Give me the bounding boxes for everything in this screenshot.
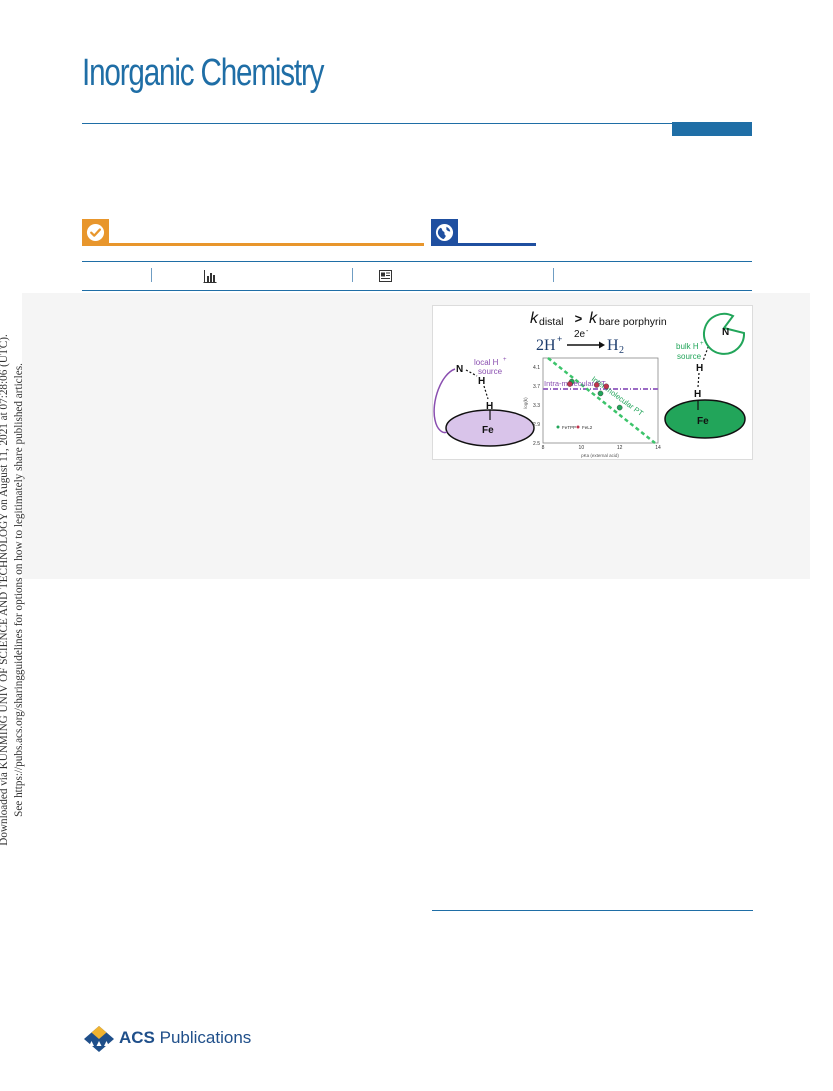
header-k-sub: distal xyxy=(539,316,564,328)
inter-fit-line xyxy=(547,357,656,444)
header-gt: > xyxy=(571,311,586,326)
right-porphyrin-disk xyxy=(664,399,746,439)
footnote-rule xyxy=(432,910,753,911)
chart-y-tick-label: 2.5 xyxy=(533,441,540,447)
chart-point-fel2 xyxy=(593,382,600,388)
chart-point-fel2 xyxy=(567,381,573,387)
left-h-dash xyxy=(483,385,489,400)
chart-x-tick-label: 8 xyxy=(542,445,545,451)
left-n-h-dash xyxy=(465,369,478,377)
chart-x-tick-label: 10 xyxy=(579,445,585,451)
chart-x-tick-label: 12 xyxy=(617,445,623,451)
chart-x-tick-label: 14 xyxy=(655,445,661,451)
download-notice-sidebar: Downloaded via KUNMING UNIV OF SCIENCE A… xyxy=(0,235,53,945)
metrics-bar-chart-icon[interactable] xyxy=(203,270,217,283)
legend-label-fetpp: FeTPP xyxy=(562,425,576,430)
chart-y-label: log(k) xyxy=(523,397,528,409)
chart-y-tick-label: 4.1 xyxy=(533,365,540,371)
checkmark-icon xyxy=(86,223,105,242)
reaction-left: 2H xyxy=(536,337,556,354)
bulk-source-sup: + xyxy=(700,341,704,347)
local-source-line2: source xyxy=(478,367,503,376)
left-fe-label: Fe xyxy=(482,425,494,436)
local-source-sup: + xyxy=(503,357,507,363)
header-k: k xyxy=(530,310,539,327)
metrics-separator xyxy=(151,268,152,282)
left-h-lower: H xyxy=(486,401,493,412)
header-rule xyxy=(82,123,752,124)
right-h-lower: H xyxy=(694,389,701,400)
left-linker xyxy=(433,368,456,434)
right-fe-label: Fe xyxy=(697,416,709,427)
legend-label-fel2: FeL2 xyxy=(582,425,593,430)
acs-wordmark-rest: Publications xyxy=(154,1028,252,1047)
left-h-upper: H xyxy=(478,376,485,387)
header-k2-sub: bare porphyrin xyxy=(599,316,667,328)
bulk-source-line1: bulk H xyxy=(676,342,699,351)
right-h-upper: H xyxy=(696,363,703,374)
metrics-separator xyxy=(352,268,353,282)
reaction-electrons-sup: - xyxy=(586,328,589,335)
chart-point-fetpp xyxy=(597,390,604,397)
header-k2: k xyxy=(589,310,598,327)
left-n-label: N xyxy=(456,364,463,375)
open-access-badge[interactable] xyxy=(431,219,458,246)
chart-plot-area xyxy=(542,357,659,444)
inset-chart: 2.5 2.9 3.3 3.7 4.1 8 10 12 14 log(k) pKa (exte… xyxy=(523,357,661,458)
right-n-label: N xyxy=(722,327,729,338)
reaction-right: H xyxy=(607,337,619,354)
reaction-right-sub: 2 xyxy=(619,345,624,356)
article-recommendations-icon[interactable] xyxy=(379,270,392,282)
metrics-bar-bottom-rule xyxy=(82,290,752,291)
reaction-plus: + xyxy=(557,334,562,344)
right-h-dash xyxy=(697,372,700,388)
bulk-source-line2: source xyxy=(677,352,702,361)
download-notice-line2: See https://pubs.acs.org/sharingguidelin… xyxy=(13,363,25,817)
globe-icon xyxy=(435,223,454,242)
badge-underline-blue xyxy=(458,243,536,246)
chart-point-fetpp xyxy=(616,404,623,411)
acs-publications-wordmark[interactable]: ACS Publications xyxy=(119,1028,251,1048)
legend-marker-fel2 xyxy=(576,425,580,429)
bulk-acid-pacman xyxy=(703,312,746,355)
metrics-separator xyxy=(553,268,554,282)
acs-wordmark-bold: ACS xyxy=(119,1028,155,1047)
toc-graphic: k distal > k bare porphyrin 2H + 2e - H … xyxy=(432,305,753,460)
header-accent-block xyxy=(672,122,752,136)
reaction-arrowhead xyxy=(599,341,605,349)
journal-title[interactable]: Inorganic Chemistry xyxy=(82,52,325,94)
acs-logo-icon[interactable] xyxy=(82,1024,116,1054)
chart-x-label: pKa (external acid) xyxy=(581,453,619,458)
local-source-line1: local H xyxy=(474,358,499,367)
legend-marker-fetpp xyxy=(556,425,560,429)
chart-y-tick-label: 3.7 xyxy=(533,384,540,390)
reaction-electrons: 2e xyxy=(574,329,586,340)
checkmark-badge[interactable] xyxy=(82,219,109,246)
metrics-bar-top-rule xyxy=(82,261,752,262)
chart-point-fel2 xyxy=(603,383,610,390)
chart-y-tick-label: 3.3 xyxy=(533,403,540,409)
badge-underline-orange xyxy=(109,243,424,246)
intra-label: Intra-molecular PT xyxy=(544,379,606,388)
download-notice-line1: Downloaded via KUNMING UNIV OF SCIENCE A… xyxy=(0,334,10,846)
chart-y-tick-label: 2.9 xyxy=(533,422,540,428)
